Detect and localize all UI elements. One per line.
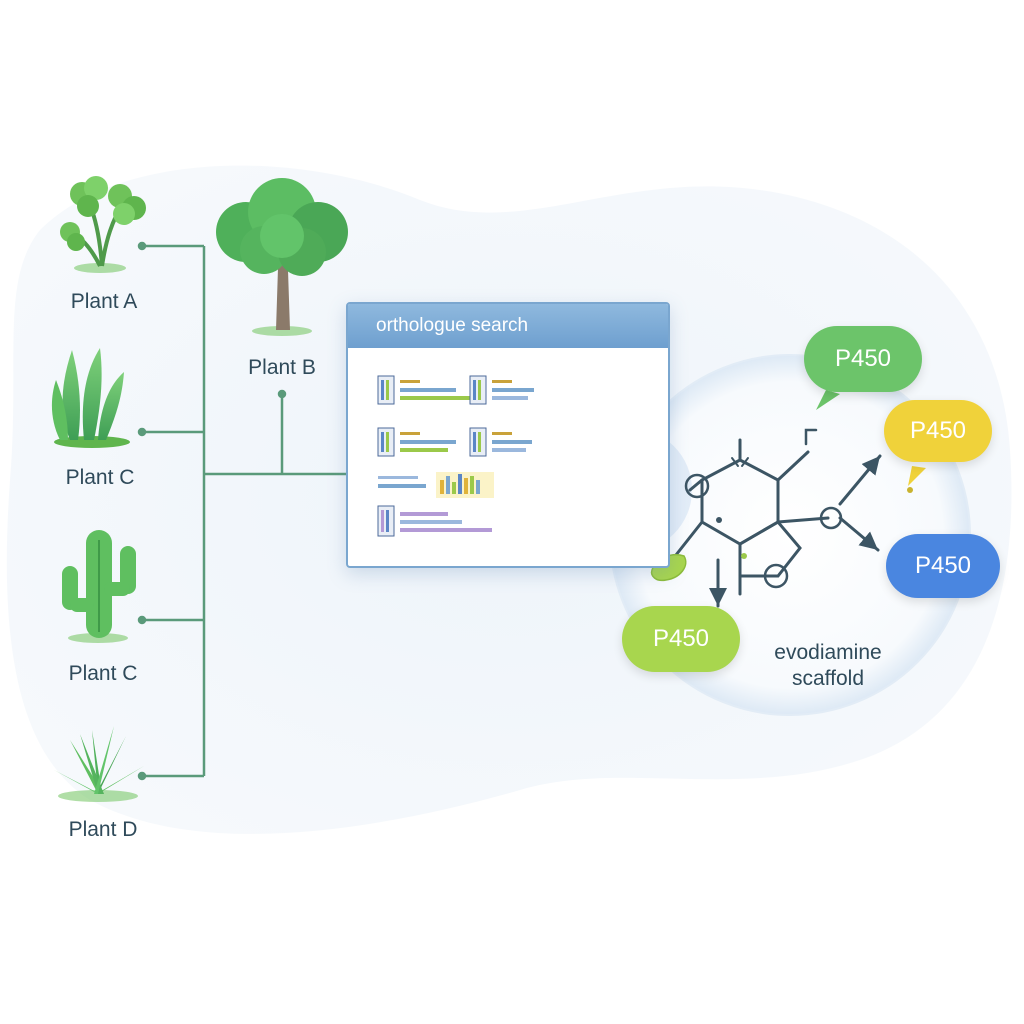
bubble-tails [816,390,926,493]
p450-bubble: P450 [804,326,922,392]
molecule-label: evodiamine scaffold [748,640,908,692]
result-row [377,427,456,457]
evodiamine-structure [650,428,882,608]
result-row [377,375,470,405]
clover-plant-icon [60,176,146,273]
plant-label-b: Plant B [248,356,316,379]
tree-icon [216,178,348,336]
plant-label-a: Plant A [70,290,138,313]
result-row [469,375,534,405]
result-row [377,505,492,537]
orthologue-search-window[interactable]: orthologue search [346,302,670,568]
window-titlebar: orthologue search [348,304,668,348]
leafy-plant-icon [51,348,130,448]
p450-bubble: P450 [884,400,992,462]
results-panel [377,375,534,537]
cactus-icon [62,530,136,643]
result-row [378,472,494,498]
grass-icon [54,726,144,802]
plant-label-c1: Plant C [65,466,135,489]
molecule-label-line2: scaffold [792,667,864,690]
plant-label-c2: Plant C [68,662,138,685]
tree-connectors [137,241,346,781]
molecule-label-line1: evodiamine [774,641,882,664]
p450-bubble: P450 [622,606,740,672]
result-row [469,427,532,457]
window-title: orthologue search [376,315,529,336]
p450-bubble: P450 [886,534,1000,598]
plant-label-d: Plant D [68,818,138,841]
